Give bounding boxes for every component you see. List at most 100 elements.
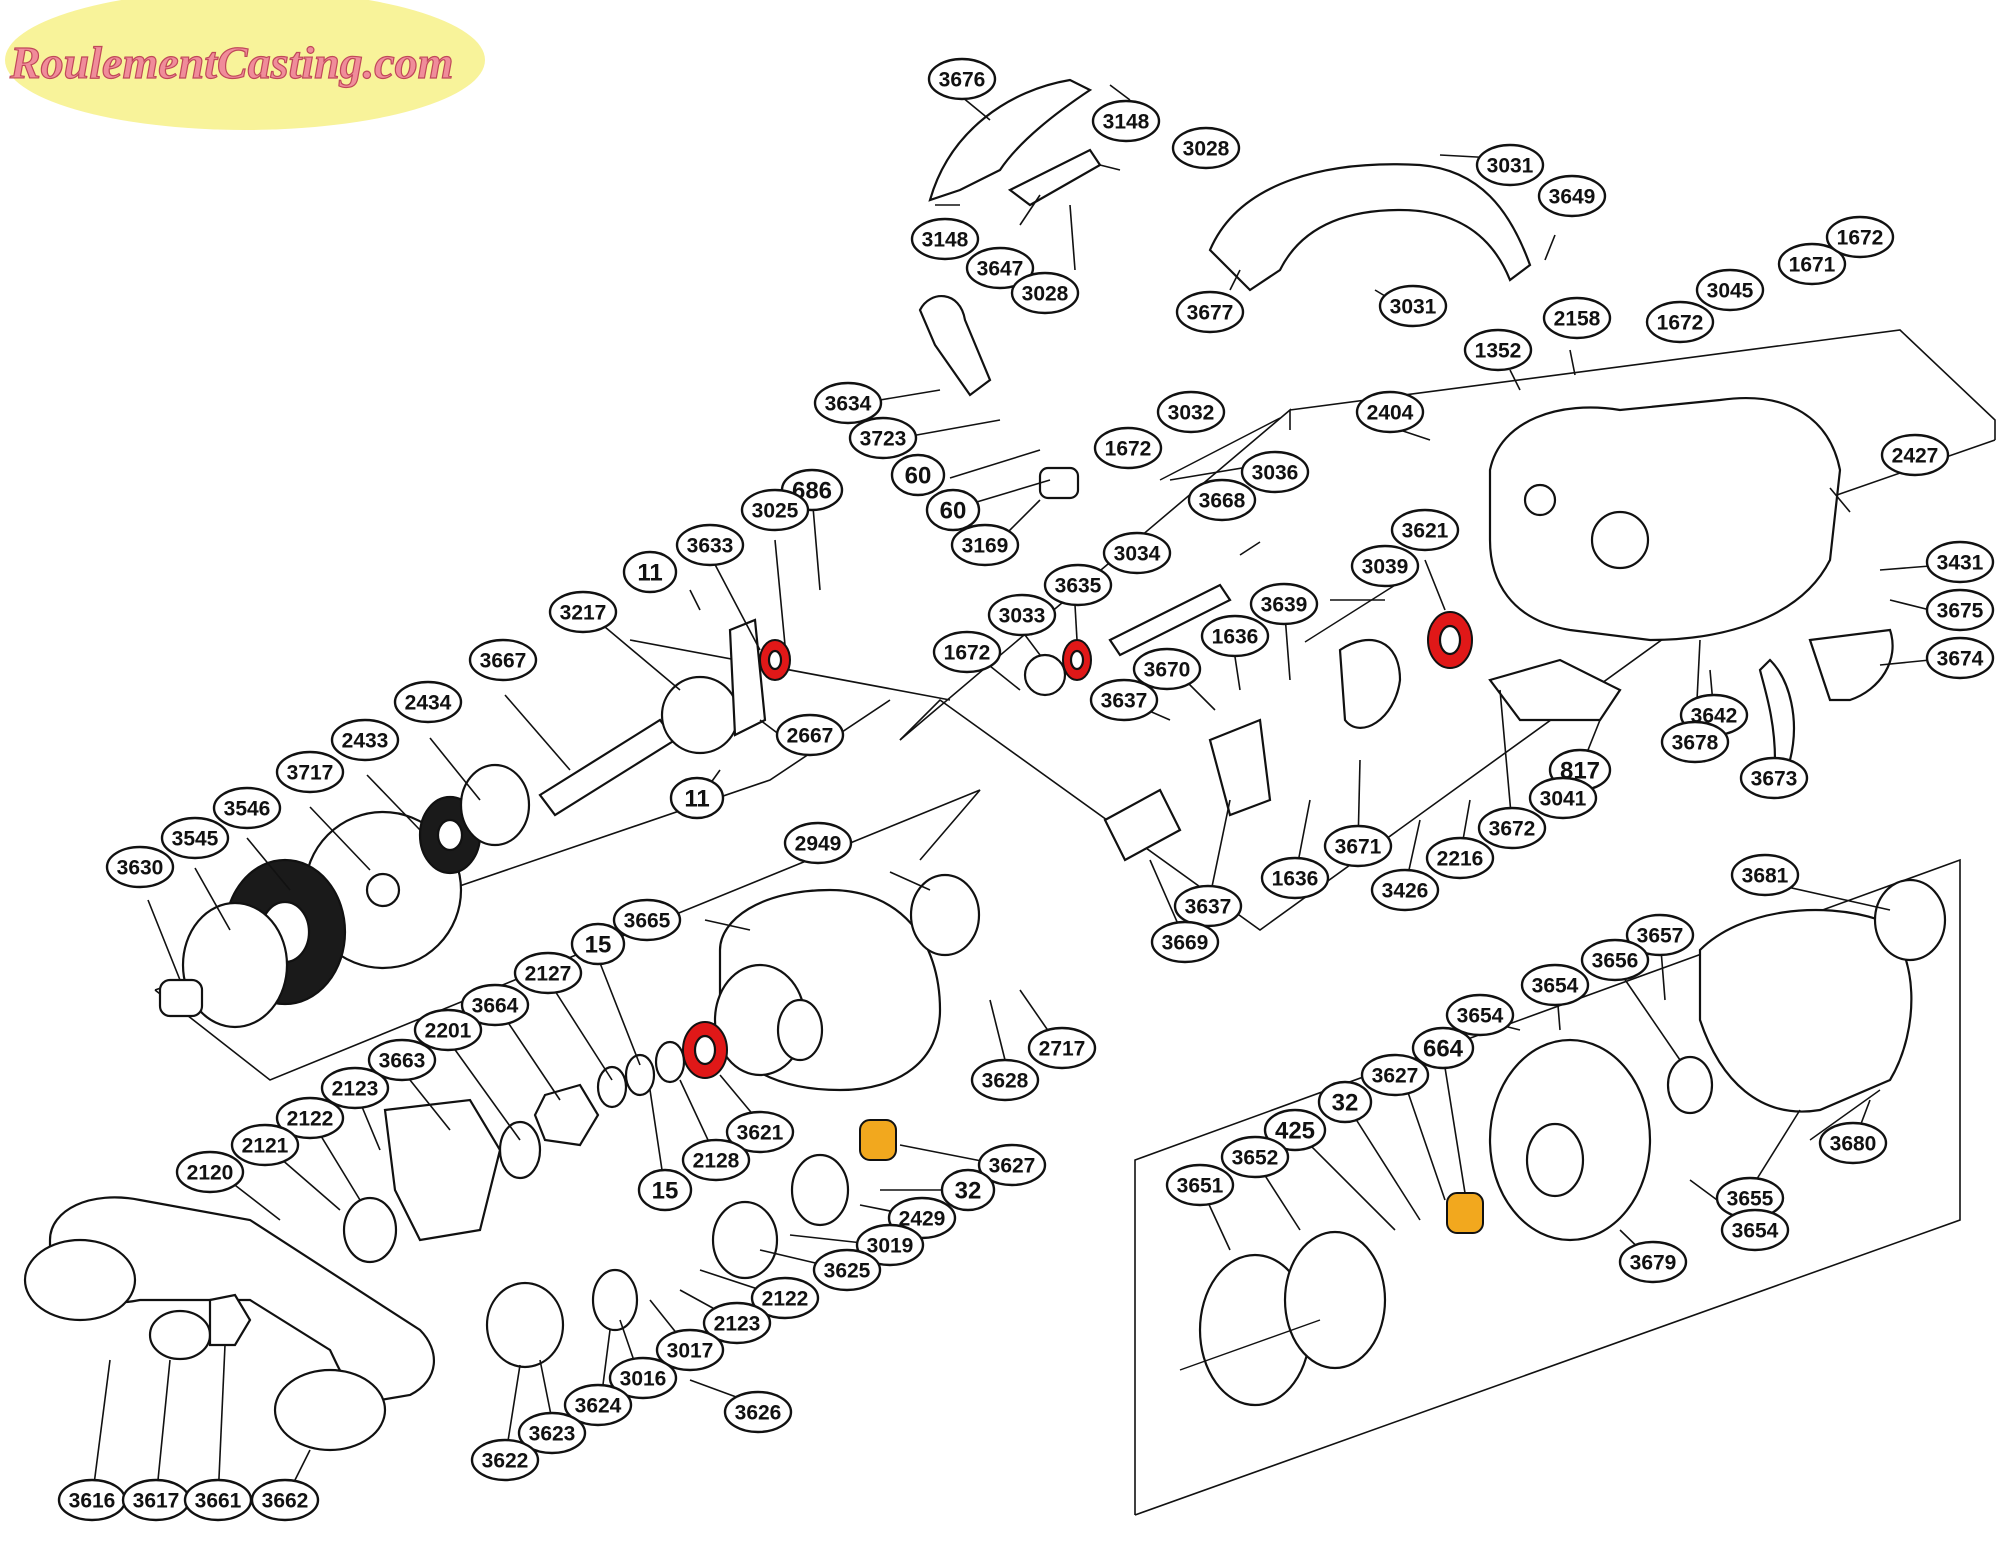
cap-3656 [1666,1055,1714,1115]
callout-3627a: 3627 [977,1143,1047,1187]
callout-part-number: 3217 [560,602,607,625]
callout-part-number: 3025 [752,500,799,523]
callout-part-number: 3637 [1101,690,1148,713]
callout-3681: 3681 [1730,853,1800,897]
bearing-3627-right [1446,1192,1484,1234]
parts [23,78,1947,1452]
callout-bubble [1370,868,1440,912]
callout-part-number: 425 [1275,1118,1315,1145]
callout-32b: 32 [1317,1080,1373,1124]
main-shaft-3667 [538,718,677,817]
callout-3625: 3625 [812,1248,882,1292]
callout-bubble [1925,636,1995,680]
callout-part-number: 3148 [922,229,969,252]
callout-3651: 3651 [1165,1163,1235,1207]
callout-bubble [1660,720,1730,764]
callout-bubble [470,1438,540,1482]
handle-knob-right [273,1368,387,1452]
callout-bubble [1165,1163,1235,1207]
callout-part-number: 11 [684,786,709,813]
callout-part-number: 3674 [1937,648,1984,671]
callout-part-number: 32 [955,1178,982,1205]
leader-lines [91,84,1931,1501]
callout-3628: 3628 [970,1058,1040,1102]
callout-part-number: 60 [940,498,967,525]
callout-part-number: 3627 [989,1155,1036,1178]
callout-2427: 2427 [1880,433,1950,477]
callout-3654b: 3654 [1445,993,1515,1037]
callout-part-number: 3633 [687,535,734,558]
callout-part-number: 3651 [1177,1175,1224,1198]
callout-part-number: 3622 [482,1450,529,1473]
callout-part-number: 32 [1332,1090,1359,1117]
callout-part-number: 1671 [1789,254,1836,277]
callout-3679: 3679 [1618,1240,1688,1284]
callout-part-number: 2433 [342,730,389,753]
callout-bubble [1625,913,1695,957]
callout-bubble [927,57,997,101]
callout-bubble [910,217,980,261]
callout-part-number: 2404 [1367,402,1414,425]
callout-bubble [320,1066,390,1110]
callout-bubble [460,983,530,1027]
callout-2123b: 2123 [702,1301,772,1345]
callout-bubble [1739,756,1809,800]
callout-bubble [1520,963,1590,1007]
callout-3663: 3663 [367,1038,437,1082]
callout-3028a: 3028 [1171,126,1241,170]
callout-part-number: 3669 [1162,932,1209,955]
callout-bubble [1360,1053,1430,1097]
callout-part-number: 3654 [1732,1220,1779,1243]
spring-2201 [498,1120,542,1180]
callout-bubble [655,1328,725,1372]
callout-11b: 11 [669,776,725,820]
callout-3634: 3634 [813,381,883,425]
callout-1352: 1352 [1463,328,1533,372]
gear-3033 [1023,653,1067,697]
callout-bubble [681,1138,751,1182]
callout-part-number: 2216 [1437,848,1484,871]
pinion-3669 [1103,788,1182,862]
callout-3039: 3039 [1350,544,1420,588]
callout-part-number: 3545 [172,828,219,851]
washer-15a [624,1053,656,1097]
callout-part-number: 3426 [1382,880,1429,903]
callout-bubble [1089,678,1159,722]
callout-bubble [1475,143,1545,187]
callout-3639: 3639 [1249,582,1319,626]
callout-bubble [622,550,678,594]
callout-part-number: 3634 [825,393,872,416]
callout-part-number: 3647 [977,258,1024,281]
callout-32a: 32 [940,1168,996,1212]
callout-part-number: 3621 [737,1122,784,1145]
nut-3664 [533,1083,600,1147]
spring-clip-3019 [790,1153,850,1227]
callout-3667: 3667 [468,638,538,682]
callout-bubble [1528,776,1598,820]
callout-part-number: 3039 [1362,556,1409,579]
callout-bubble [250,1478,320,1522]
callout-bubble [783,821,853,865]
callout-2201: 2201 [413,1008,483,1052]
callout-3637a: 3637 [1089,678,1159,722]
callout-3617: 3617 [121,1478,191,1522]
bearing-3621-lower-inner [693,1034,717,1066]
knob-3681 [1873,878,1947,962]
callout-3635: 3635 [1043,563,1113,607]
callout-part-number: 3676 [939,69,986,92]
callout-bubble [1323,824,1393,868]
callout-2120: 2120 [175,1150,245,1194]
callout-bubble [1350,544,1420,588]
callout-3621b: 3621 [725,1110,795,1154]
callout-part-number: 2717 [1039,1038,1086,1061]
site-logo[interactable]: RoulementCasting.com [5,0,485,130]
cast-cap-3622 [485,1281,565,1369]
spool-flange-3651-rear [1283,1230,1387,1370]
callout-2121: 2121 [230,1123,300,1167]
brake-plate-3679-hub [1525,1122,1585,1198]
callout-2216: 2216 [1425,836,1495,880]
callout-part-number: 2201 [425,1020,472,1043]
callout-bubble [750,1276,820,1320]
